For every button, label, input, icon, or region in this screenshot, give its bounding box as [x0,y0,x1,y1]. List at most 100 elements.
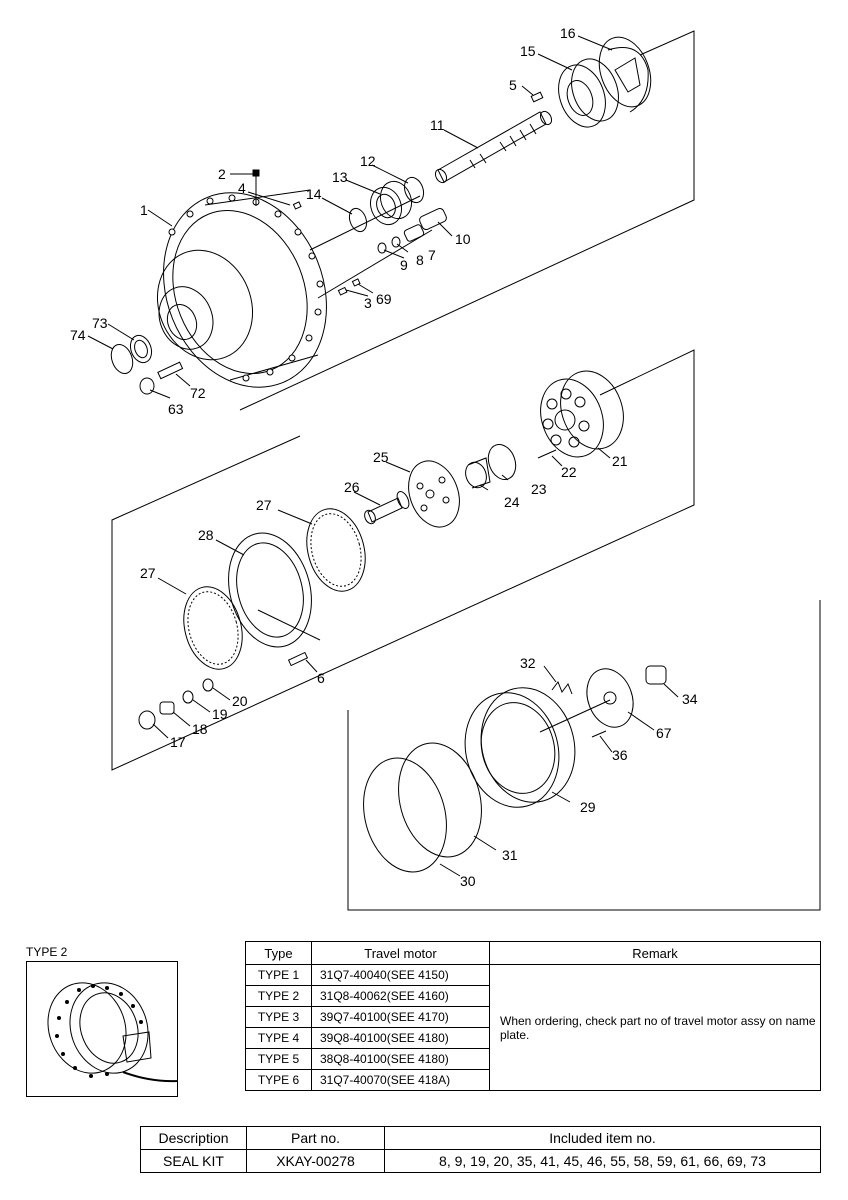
cell-motor: 39Q8-40100(SEE 4180) [311,1027,490,1049]
part-friction-plate-27b [183,586,243,670]
part-pin-69 [351,278,361,287]
part-plate-25 [408,460,460,528]
part-ring-23 [487,444,517,480]
callout-67: 67 [656,725,672,741]
callout-29: 29 [580,799,596,815]
callout-72: 72 [190,385,206,401]
part-ring-74 [110,343,134,375]
part-oring-20 [202,678,214,692]
table-row: TYPE 3 39Q7-40100(SEE 4170) [245,1006,821,1028]
part-plate-67 [586,668,634,728]
callout-10: 10 [455,231,471,247]
callout-27b: 27 [140,565,156,581]
cell-motor: 31Q7-40070(SEE 418A) [311,1069,490,1091]
part-pin-6 [287,651,309,667]
callout-27a: 27 [256,497,272,513]
part-cap-16 [598,36,652,113]
callout-25: 25 [373,449,389,465]
part-friction-plate-27a [306,508,366,592]
callout-34: 34 [682,691,698,707]
part-ring-73 [129,334,153,364]
callout-3: 3 [364,295,372,311]
callout-2: 2 [218,166,226,182]
cell-type: TYPE 1 [245,964,312,986]
callout-12: 12 [360,153,376,169]
part-bearing-13 [369,180,413,226]
exploded-parts-diagram: 1 2 3 4 5 6 7 8 9 10 11 12 13 14 15 16 1… [70,25,821,911]
callout-69: 69 [376,291,392,307]
part-separator-plate-28 [228,532,312,648]
part-spring-32 [551,680,573,695]
part-oring-8 [391,236,401,248]
part-bolt-2-head [252,169,260,177]
table-row: TYPE 1 31Q7-40040(SEE 4150) When orderin… [245,964,821,1091]
axis-line [257,609,321,641]
part-ring-12 [403,176,425,204]
axis-line [317,229,433,299]
part-pin-5 [530,91,544,103]
axis-line [539,699,611,733]
part-ring-14 [348,207,368,233]
part-carrier-21 [540,370,624,458]
callout-32: 32 [520,655,536,671]
callout-9: 9 [400,257,408,273]
cell-type: TYPE 2 [245,985,312,1007]
callout-19: 19 [212,706,228,722]
part-oring-19 [182,690,194,704]
cell-type: TYPE 4 [245,1027,312,1049]
part-oring-9 [377,242,387,254]
callout-21: 21 [612,453,628,469]
callout-11: 11 [430,117,445,133]
callout-14: 14 [306,186,322,202]
callout-6: 6 [317,670,325,686]
callout-13: 13 [332,169,348,185]
travel-motor-type-table: Type Travel motor Remark TYPE 1 31Q7-400… [245,941,821,1091]
cell-motor: 31Q7-40040(SEE 4150) [311,964,490,986]
table-row: TYPE 4 39Q8-40100(SEE 4180) [245,1027,821,1049]
part-nut-18 [159,701,175,715]
hub-bolt-holes [168,194,324,382]
callout-26: 26 [344,479,360,495]
header-remark: Remark [489,941,821,965]
part-plug-7 [403,224,425,242]
header-type: Type [245,941,312,965]
cell-type: TYPE 6 [245,1069,312,1091]
cell-remark: When ordering, check part no of travel m… [489,964,821,1091]
header-part-no: Part no. [246,1126,385,1150]
callout-23: 23 [531,481,547,497]
part-plug-63 [139,377,155,395]
cell-motor: 31Q8-40062(SEE 4160) [311,985,490,1007]
part-pin-3 [337,286,348,296]
table-row: TYPE 6 31Q7-40070(SEE 418A) [245,1069,821,1091]
axis-line [309,195,421,251]
callout-74: 74 [70,327,86,343]
callout-1: 1 [140,202,148,218]
callout-22: 22 [561,464,577,480]
part-bearing-24 [465,457,491,489]
part-ring-30-31 [363,742,482,873]
part-cover-15 [558,58,619,128]
part-shaft-11 [434,110,553,184]
callout-7: 7 [428,247,436,263]
leader-lines [87,35,679,877]
callout-18: 18 [192,721,208,737]
part-plug-17 [138,710,156,730]
cell-motor: 38Q8-40100(SEE 4180) [311,1048,490,1070]
part-ring-73-inner [134,339,148,359]
part-plug-10 [419,207,447,231]
seal-kit-table: Description Part no. Included item no. S… [140,1126,821,1173]
header-travel-motor: Travel motor [311,941,490,965]
type2-motor-illustration [26,961,178,1097]
table-row: SEAL KIT XKAY-00278 8, 9, 19, 20, 35, 41… [140,1149,821,1173]
callout-24: 24 [504,494,520,510]
cell-type: TYPE 5 [245,1048,312,1070]
callout-17: 17 [170,734,186,750]
callout-20: 20 [232,693,248,709]
callout-36: 36 [612,747,628,763]
header-description: Description [140,1126,247,1150]
part-bearing-34 [645,665,667,685]
part-shaft-26 [364,491,410,525]
part-bolt-72 [157,361,184,380]
callout-73: 73 [92,315,108,331]
part-pin-4 [292,201,302,210]
